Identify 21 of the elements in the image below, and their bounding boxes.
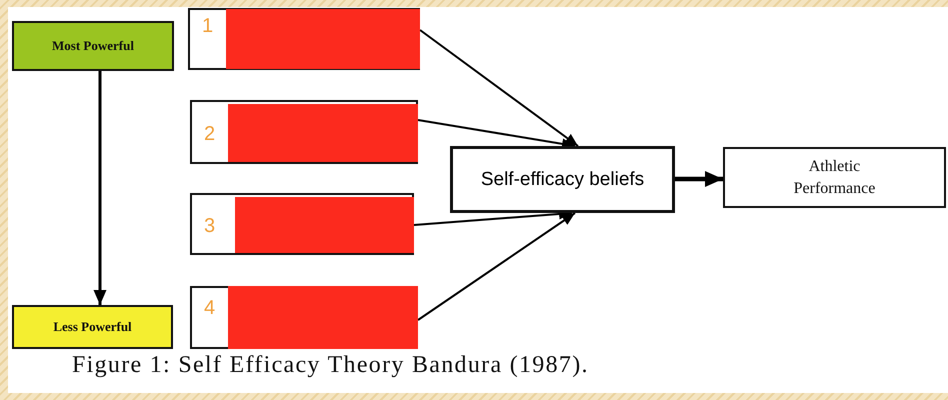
process-box bbox=[450, 146, 675, 213]
rank-box bbox=[12, 21, 174, 71]
arrow bbox=[417, 212, 576, 321]
box-label: Self-efficacy beliefs bbox=[480, 168, 644, 190]
factor-box bbox=[190, 100, 418, 164]
number-label: 4 bbox=[204, 298, 216, 318]
rank-box bbox=[12, 305, 173, 349]
factor-box bbox=[190, 286, 418, 349]
box-label: Athletic Performance bbox=[792, 156, 876, 198]
box-label: Less Powerful bbox=[53, 319, 132, 335]
box-label: Most Powerful bbox=[52, 38, 134, 54]
number-label: 1 bbox=[202, 16, 214, 36]
factor-box bbox=[188, 8, 420, 70]
arrow bbox=[675, 171, 723, 187]
arrow bbox=[94, 71, 106, 305]
arrow bbox=[419, 29, 579, 147]
outcome-box bbox=[723, 147, 946, 208]
figure-caption: Figure 1: Self Efficacy Theory Bandura (1987). bbox=[72, 352, 589, 379]
number-label: 2 bbox=[204, 124, 216, 144]
number-label: 3 bbox=[204, 216, 216, 236]
factor-box bbox=[190, 193, 414, 255]
